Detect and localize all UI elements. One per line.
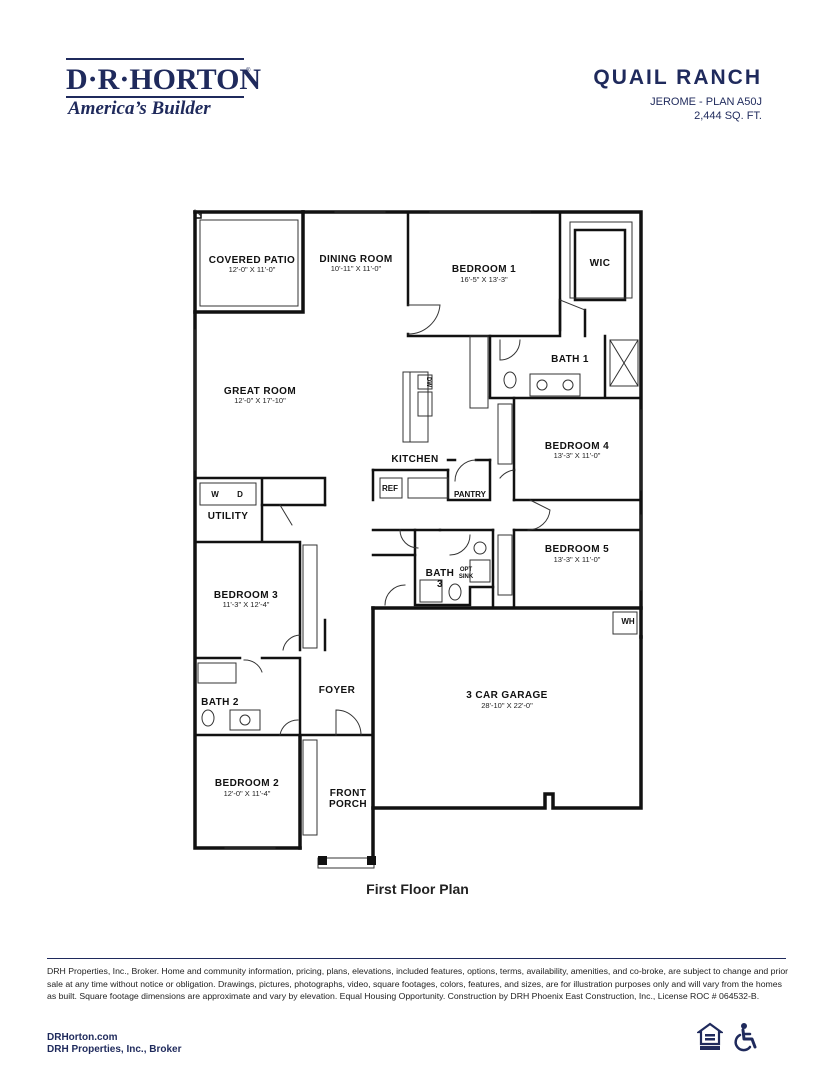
room-bedroom-4-dims: 13'-3" X 11'-0" [554, 451, 601, 460]
room-front-porch-line2: PORCH [329, 799, 367, 810]
brand-name: D·R·HORTON [66, 63, 262, 96]
room-bath-2: BATH 2 [201, 697, 239, 708]
dishwasher-label: DW [425, 377, 431, 387]
refrigerator-label: REF [382, 484, 398, 493]
room-bedroom-2: BEDROOM 2 [215, 778, 279, 789]
interior-walls [193, 210, 643, 737]
brand-tagline: America’s Builder [68, 98, 211, 119]
room-garage-dims: 28'-10" X 22'-0" [481, 701, 533, 710]
room-wic: WIC [590, 258, 611, 269]
room-kitchen: KITCHEN [391, 454, 438, 465]
room-bedroom-1: BEDROOM 1 [452, 264, 516, 275]
room-bath-3-line2: 3 [437, 579, 443, 590]
logo-bottom-rule [66, 96, 244, 98]
room-dining: DINING ROOM [319, 254, 392, 265]
room-dining-dims: 10'-11" X 11'-0" [331, 264, 382, 273]
water-heater-label: WH [621, 617, 635, 626]
logo-top-rule [66, 58, 244, 60]
room-bedroom-5: BEDROOM 5 [545, 544, 609, 555]
brand-registered: ® [246, 68, 251, 74]
room-bedroom-4: BEDROOM 4 [545, 441, 609, 452]
door-swings [243, 299, 586, 736]
footer-info: DRHorton.com DRH Properties, Inc., Broke… [47, 1032, 181, 1056]
plan-caption: First Floor Plan [366, 881, 469, 897]
fixtures-outline [194, 209, 642, 869]
footer-broker: DRH Properties, Inc., Broker [47, 1044, 182, 1055]
room-bath-3-line1: BATH [426, 568, 455, 579]
floor-plan: COVERED PATIO 12'-0" X 11'-0" DINING ROO… [193, 209, 643, 869]
equal-housing-icon [697, 1022, 723, 1050]
room-covered-patio-dims: 12'-0" X 11'-0" [229, 265, 276, 274]
room-utility: UTILITY [208, 511, 249, 522]
room-great-room: GREAT ROOM [224, 386, 296, 397]
room-foyer: FOYER [319, 685, 356, 696]
community-info: QUAIL RANCH JEROME - PLAN A50J 2,444 SQ.… [593, 66, 762, 123]
washer-label: W [211, 490, 219, 499]
plan-sqft: 2,444 SQ. FT. [694, 110, 762, 122]
room-covered-patio: COVERED PATIO [209, 255, 296, 266]
disclaimer-text: DRH Properties, Inc., Broker. Home and c… [47, 966, 789, 1001]
dryer-label: D [237, 490, 243, 499]
room-bath-1: BATH 1 [551, 354, 589, 365]
room-pantry: PANTRY [454, 490, 487, 499]
room-bedroom-3-dims: 11'-3" X 12'-4" [223, 600, 270, 609]
room-bedroom-3: BEDROOM 3 [214, 590, 278, 601]
footer-website[interactable]: DRHorton.com [47, 1032, 118, 1043]
outer-walls [193, 210, 643, 860]
room-bedroom-2-dims: 12'-0" X 11'-4" [224, 789, 271, 798]
community-name: QUAIL RANCH [593, 66, 762, 89]
opt-sink-line2: SINK [459, 574, 474, 580]
opt-sink-line1: OPT [460, 567, 473, 573]
room-great-room-dims: 12'-0" X 17'-10" [234, 396, 286, 405]
posts [194, 211, 376, 865]
accessibility-icon [734, 1023, 757, 1052]
room-front-porch-line1: FRONT [330, 788, 366, 799]
plan-name: JEROME - PLAN A50J [650, 96, 762, 108]
room-bedroom-5-dims: 13'-3" X 11'-0" [554, 555, 601, 564]
room-garage: 3 CAR GARAGE [466, 690, 547, 701]
brand-logo: D·R·HORTON ® America’s Builder [66, 58, 261, 124]
footer-divider [47, 958, 786, 959]
room-bedroom-1-dims: 16'-5" X 13'-3" [460, 275, 508, 284]
